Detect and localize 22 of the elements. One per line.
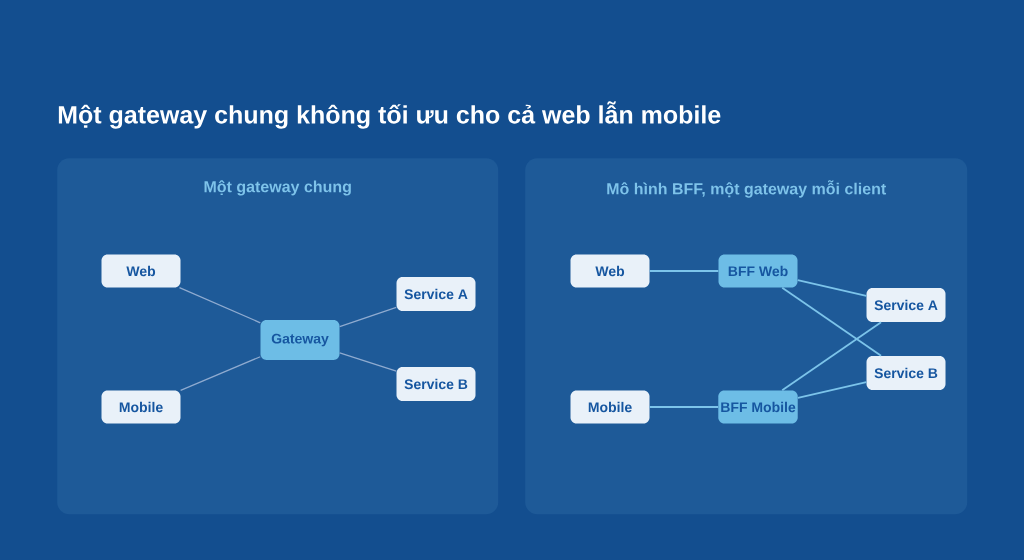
connector-line <box>648 270 720 272</box>
service-box: Service B <box>396 367 476 401</box>
service-box: Service A <box>396 277 476 311</box>
connector-line <box>648 406 719 408</box>
connector-line <box>796 279 868 297</box>
connector-line <box>178 287 261 324</box>
service-box: Service B <box>866 356 946 390</box>
title: Một gateway chung không tối ưu cho cả web lẫn mobile <box>58 101 721 129</box>
connector-line <box>339 306 397 328</box>
client-box: Web <box>570 254 650 288</box>
gateway-box: BFF Web <box>718 254 798 288</box>
connector-line <box>781 321 882 392</box>
connector-line <box>797 381 868 399</box>
service-box: Service A <box>866 288 946 322</box>
client-box: Mobile <box>101 390 181 424</box>
gateway-box: BFF Mobile <box>718 390 798 424</box>
connector-line <box>781 286 882 357</box>
gateway-box: Gateway <box>260 320 340 360</box>
connector-line <box>179 356 261 391</box>
connector-line <box>339 352 397 372</box>
client-box: Mobile <box>570 390 650 424</box>
client-box: Web <box>101 254 181 288</box>
